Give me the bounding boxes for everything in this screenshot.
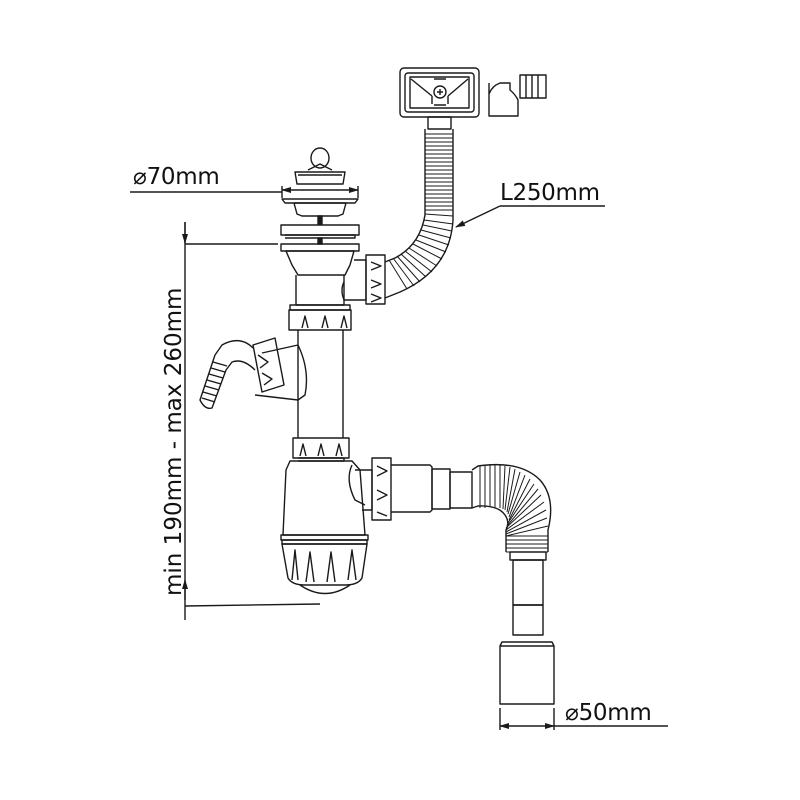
dimension-height-lines xyxy=(182,222,321,620)
dimension-label-70mm: ⌀70mm xyxy=(133,164,220,190)
side-inlet xyxy=(199,337,308,410)
bottle-trap xyxy=(280,437,369,595)
diameter-symbol: ⌀ xyxy=(133,164,147,190)
dimension-label-250mm: L250mm xyxy=(500,180,600,206)
dimension-label-height-range: min 190mm - max 260mm xyxy=(161,287,187,596)
dimension-label-50mm: ⌀50mm xyxy=(565,700,652,726)
dimension-50mm-lines xyxy=(499,708,668,730)
plug xyxy=(294,147,346,185)
dimension-70mm-lines xyxy=(130,186,359,198)
vertical-tube xyxy=(297,330,344,438)
flexible-outlet-hose xyxy=(471,463,552,553)
overflow-outlet xyxy=(399,67,547,130)
upper-body xyxy=(285,250,386,331)
overflow-hose xyxy=(384,129,605,299)
outlet-connector xyxy=(355,457,473,521)
diameter-symbol: ⌀ xyxy=(565,700,579,726)
strainer xyxy=(280,198,360,252)
outlet-pipe xyxy=(499,551,555,705)
